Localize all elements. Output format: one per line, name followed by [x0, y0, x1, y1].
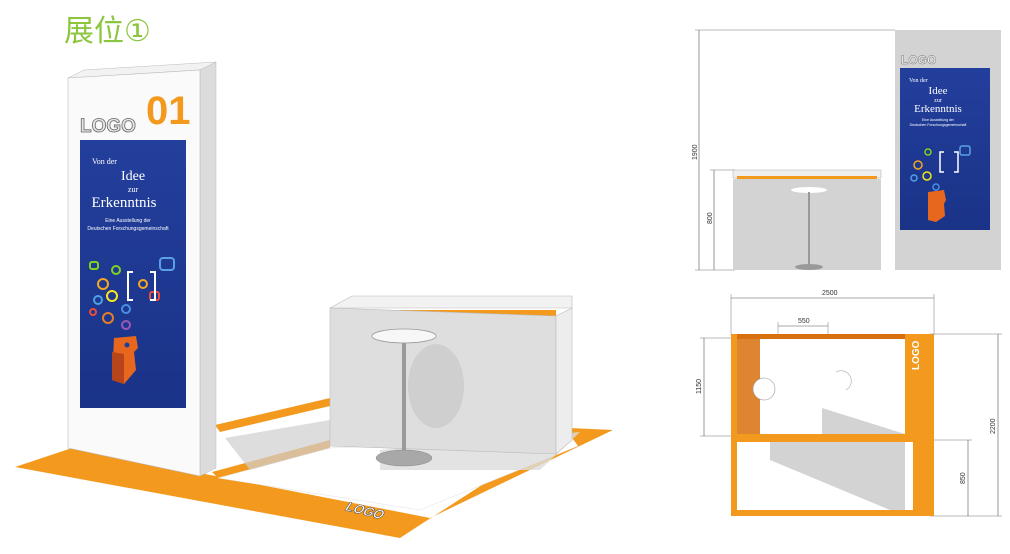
elev-poster-line4: Erkenntnis — [914, 103, 962, 115]
stool-shadow — [408, 344, 464, 428]
plan-dim-right-total: 2200 — [990, 418, 997, 434]
plan-dim-width: 2500 — [822, 290, 838, 297]
plan-dim-right-lower: 850 — [960, 472, 967, 484]
elev-stool-seat — [791, 187, 827, 193]
plan-stool-arc — [835, 370, 852, 391]
perspective-view: LOGO 01 Von der Idee zur Erkenntnis Eine… — [15, 61, 613, 538]
elev-poster-subtitle2: Deutschen Forschungsgemeinschaft — [910, 123, 967, 127]
poster-eye-icon — [124, 342, 130, 348]
elev-gears-graphic — [910, 145, 971, 191]
plan-left-shade — [737, 338, 760, 434]
plan-totem-strip — [905, 442, 913, 510]
elev-logo: LOGO — [901, 53, 936, 67]
elev-poster-line2: Idee — [929, 85, 948, 97]
booth-title: 展位① — [64, 14, 151, 49]
floor-strip-back — [215, 398, 330, 432]
elev-poster-subtitle1: Eine Ausstellung der — [922, 118, 955, 122]
poster-head-shade — [112, 352, 124, 384]
elev-dim-total: 1900 — [692, 144, 699, 160]
poster-line1: Von der — [92, 157, 117, 166]
poster-gears-graphic — [89, 257, 175, 330]
floor-shadow — [225, 420, 330, 470]
counter-top — [329, 295, 573, 309]
poster-subtitle1: Eine Ausstellung der — [105, 218, 151, 224]
stool-seat — [371, 328, 437, 344]
counter-side — [555, 307, 573, 455]
elev-poster — [900, 68, 990, 230]
plan-shadow-mid — [822, 408, 905, 434]
elev-dim-counter: 800 — [707, 212, 714, 224]
poster-line2: Idee — [121, 169, 145, 184]
elev-counter-body — [733, 179, 881, 270]
elev-poster-line1: Von der — [909, 78, 928, 84]
plan-shadow-bottom — [770, 442, 905, 510]
elev-stool-base — [795, 264, 823, 270]
totem-number: 01 — [146, 89, 191, 133]
plan-stool — [752, 377, 776, 401]
elev-counter-stripe — [737, 176, 877, 179]
plan-view: 2500 550 1150 2200 850 LOGO — [696, 290, 1002, 517]
elevation-view: 1900 800 LOGO Von der Idee zur Erkenntni… — [692, 29, 1001, 271]
floor-strip-front — [15, 448, 430, 538]
plan-logo: LOGO — [911, 340, 922, 370]
elev-poster-line3: zur — [934, 98, 942, 104]
plan-counter-top — [737, 334, 905, 339]
floor-strip-right — [400, 428, 613, 538]
elev-head-graphic — [928, 190, 946, 222]
poster-subtitle2: Deutschen Forschungsgemeinschaft — [87, 226, 169, 232]
poster-line3: zur — [128, 185, 139, 194]
stool-base — [375, 449, 433, 467]
totem-logo: LOGO — [80, 116, 136, 137]
poster-line4: Erkenntnis — [92, 195, 157, 211]
plan-dim-left: 1150 — [696, 379, 703, 394]
totem-side — [199, 61, 217, 477]
plan-dim-inner: 550 — [798, 318, 810, 325]
